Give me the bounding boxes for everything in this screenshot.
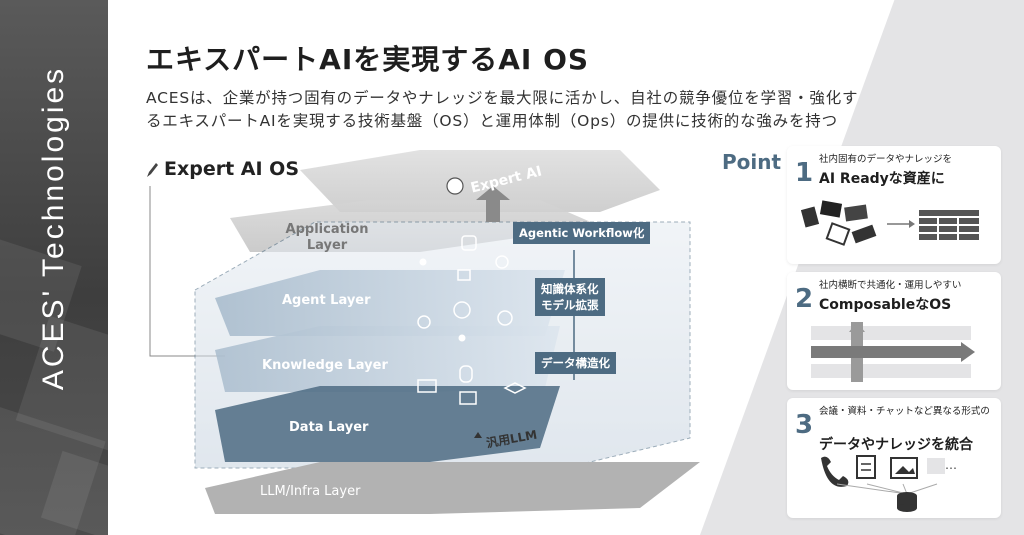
point-small-3: 会議・資料・チャットなど異なる形式の xyxy=(819,406,990,417)
agentic-workflow-tag: Agentic Workflow化 xyxy=(513,222,651,244)
page-title: エキスパートAIを実現するAI OS xyxy=(146,43,590,76)
placeholder-icon xyxy=(927,458,945,474)
page-subtitle: ACESは、企業が持つ固有のデータやナレッジを最大限に活かし、自社の競争優位を学… xyxy=(146,87,1006,133)
point-small-1: 社内固有のデータやナレッジを xyxy=(819,154,953,165)
composable-arrows-icon xyxy=(811,322,975,382)
phone-icon xyxy=(821,456,849,487)
point-card-1: 1 社内固有のデータやナレッジを AI Readyな資産に xyxy=(787,146,1001,264)
subtitle-line-1: ACESは、企業が持つ固有のデータやナレッジを最大限に活かし、自社の競争優位を学… xyxy=(146,89,859,107)
point-card-2: 2 社内横断で共通化・運用しやすい ComposableなOS xyxy=(787,272,1001,390)
left-brand-band: ACES' Technologies xyxy=(0,0,108,535)
point-card-3: 3 会議・資料・チャットなど異なる形式の データやナレッジを統合 … xyxy=(787,398,1001,518)
subtitle-line-2: るエキスパートAIを実現する技術基盤（OS）と運用体制（Ops）の提供に技術的な… xyxy=(146,112,838,130)
more-ellipsis: … xyxy=(945,458,957,472)
point-title: Point xyxy=(722,150,782,174)
data-plane xyxy=(215,386,560,462)
data-layer-label: Data Layer xyxy=(289,420,369,435)
application-layer-label: Application Layer xyxy=(285,222,369,253)
agent-layer-label: Agent Layer xyxy=(282,293,371,308)
top-expert-plane xyxy=(300,150,660,212)
scattered-data-icon xyxy=(801,200,979,246)
document-icon xyxy=(856,455,876,479)
image-icon xyxy=(890,457,918,479)
data-integration-icon xyxy=(821,455,945,512)
diagram-icons xyxy=(417,235,527,405)
point-number-2: 2 xyxy=(795,284,814,314)
section-label: Expert AI OS xyxy=(164,158,300,180)
point-big-2: ComposableなOS xyxy=(819,297,952,313)
knowledge-layer-label: Knowledge Layer xyxy=(262,358,388,373)
point-big-3: データやナレッジを統合 xyxy=(819,437,973,453)
point-number-3: 3 xyxy=(795,410,814,440)
knowledge-plane xyxy=(215,326,560,392)
point-big-1: AI Readyな資産に xyxy=(819,171,945,187)
point-number-1: 1 xyxy=(795,158,814,188)
knowledge-tag-line-2: モデル拡張 xyxy=(541,298,599,312)
agent-plane xyxy=(215,270,565,336)
knowledge-tag-line-1: 知識体系化 xyxy=(541,282,599,296)
infra-layer-label: LLM/Infra Layer xyxy=(260,484,361,499)
knowledge-tag: 知識体系化 モデル拡張 xyxy=(535,278,605,316)
point-small-2: 社内横断で共通化・運用しやすい xyxy=(819,280,962,291)
brain-icon xyxy=(446,177,464,195)
up-arrow xyxy=(476,186,510,222)
data-structuring-tag: データ構造化 xyxy=(535,352,616,374)
pencil-icon xyxy=(147,163,158,177)
infra-plane xyxy=(205,462,700,514)
hand-icon xyxy=(474,432,482,438)
